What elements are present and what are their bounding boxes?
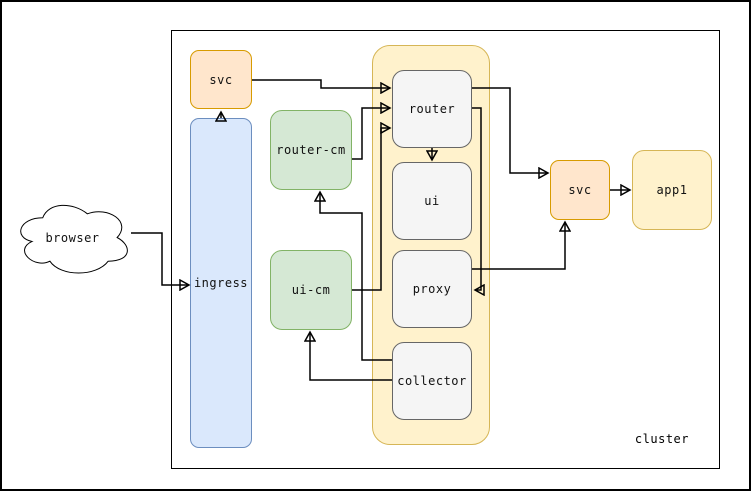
node-collector: collector xyxy=(392,342,472,420)
cloud-icon xyxy=(13,198,132,277)
node-browser: browser xyxy=(13,198,132,277)
app1-label: app1 xyxy=(656,183,688,197)
node-ingress: ingress xyxy=(190,118,252,448)
ingress-label: ingress xyxy=(193,276,249,290)
svc-left-label: svc xyxy=(209,72,233,87)
svc-right-label: svc xyxy=(568,183,592,197)
ui-cm-label: ui-cm xyxy=(291,283,331,297)
node-router: router xyxy=(392,70,472,148)
browser-label: browser xyxy=(45,230,100,245)
router-label: router xyxy=(408,102,456,116)
node-svc-right: svc xyxy=(550,160,610,220)
node-ui: ui xyxy=(392,162,472,240)
proxy-label: proxy xyxy=(412,282,452,296)
node-app1: app1 xyxy=(632,150,712,230)
ui-label: ui xyxy=(424,194,440,208)
node-svc-left: svc xyxy=(190,50,252,109)
node-ui-cm: ui-cm xyxy=(270,250,352,330)
node-router-cm: router-cm xyxy=(270,110,352,190)
cluster-label: cluster xyxy=(634,432,689,446)
node-proxy: proxy xyxy=(392,250,472,328)
router-cm-label: router-cm xyxy=(276,143,346,157)
collector-label: collector xyxy=(397,374,467,388)
